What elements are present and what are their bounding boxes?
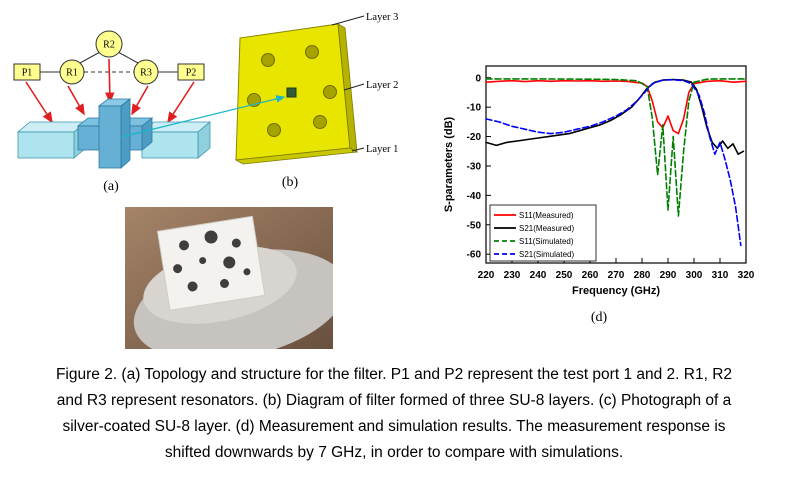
x-axis-label: Frequency (GHz) (572, 285, 660, 297)
caption-line-1: Figure 2. (a) Topology and structure for… (55, 366, 733, 383)
arrow-r3-to-structure (131, 85, 149, 116)
legend-label-2: S11(Simulated) (519, 237, 574, 246)
resonator-r3-label: R3 (140, 68, 152, 79)
port-p1-box (13, 63, 41, 81)
resonator-r1-circle (59, 59, 85, 85)
layer2-label: Layer 2 (366, 80, 398, 91)
y-tick-label: -10 (467, 103, 482, 114)
y-tick-label: 0 (475, 73, 481, 84)
plate-hole (187, 281, 198, 292)
waveguide-structure (16, 98, 212, 169)
silver-plate-face (156, 215, 266, 311)
y-tick-label: -60 (467, 250, 482, 261)
y-tick-label: -50 (467, 220, 482, 231)
x-tick-label: 230 (504, 270, 521, 281)
resonator-r2-label: R2 (103, 40, 115, 51)
coupling-line-r1-r2 (79, 51, 101, 64)
panel-a-topology: P1 P2 R2 R1 R3 (6, 10, 221, 195)
left-block-front (17, 131, 75, 159)
series-line-3 (485, 78, 742, 247)
x-tick-label: 260 (582, 270, 599, 281)
port-p2-box (177, 63, 205, 81)
x-tick-label: 250 (556, 270, 573, 281)
photo-silver-coated-su8-layer (125, 207, 347, 361)
arrow-p1-to-structure (25, 81, 53, 124)
plate-hole (247, 93, 261, 107)
plate-hole (219, 278, 229, 288)
plate-hole (173, 264, 183, 274)
panel-c-photo (125, 207, 347, 361)
leader-line-layer1 (351, 147, 365, 152)
panel-b-label: (b) (282, 175, 299, 190)
series-line-1 (485, 78, 745, 155)
su8-plate-bottom-edge (234, 147, 359, 165)
resonator-r3-circle (133, 59, 159, 85)
coupling-line-r2-r3 (117, 51, 139, 64)
layer-diagram: Layer 3 Layer 2 Layer 1 (b) (234, 12, 398, 190)
resonator-r2-circle (95, 30, 123, 58)
y-tick-label: -20 (467, 132, 482, 143)
panel-b-layer-diagram: Layer 3 Layer 2 Layer 1 (b) (228, 8, 443, 193)
layer1-label: Layer 1 (366, 144, 398, 155)
plate-hole (231, 238, 241, 248)
panel-d-label: (d) (590, 310, 608, 325)
panel-a-label: (a) (103, 179, 119, 194)
legend-label-0: S11(Measured) (519, 211, 574, 220)
plate-hole (305, 45, 319, 59)
series-line-2 (485, 78, 747, 217)
plate-hole (313, 115, 327, 129)
x-tick-label: 220 (478, 270, 495, 281)
silver-plate-holes (173, 230, 251, 292)
plate-hole (267, 123, 281, 137)
port-p1-label: P1 (22, 68, 33, 79)
topology-diagram: P1 P2 R2 R1 R3 (13, 30, 212, 194)
plate-hole (179, 240, 190, 251)
panel-d-chart: 220 230 240 250 260 270 280 290 300 310 320 0 -10 -20… (440, 58, 758, 326)
x-tick-label: 300 (686, 270, 703, 281)
caption-line-3: silver-coated SU-8 layer. (d) Measuremen… (62, 418, 726, 435)
y-axis-label: S-parameters (dB) (443, 116, 455, 212)
figure-caption: Figure 2. (a) Topology and structure for… (0, 362, 788, 466)
plate-hole (199, 257, 207, 265)
legend-label-3: S21(Simulated) (519, 250, 574, 259)
arrow-p2-to-structure (167, 81, 195, 124)
port-p2-label: P2 (186, 68, 197, 79)
caption-line-4: shifted downwards by 7 GHz, in order to … (164, 444, 624, 461)
x-tick-label: 270 (608, 270, 625, 281)
x-tick-label: 280 (634, 270, 651, 281)
arrow-r2-to-structure (104, 58, 115, 104)
resonator-r1-label: R1 (66, 68, 78, 79)
plate-hole (223, 256, 236, 269)
plate-center-aperture (286, 87, 297, 98)
caption-line-2: and R3 represent resonators. (b) Diagram… (56, 392, 732, 409)
x-tick-label: 320 (738, 270, 755, 281)
leader-line-layer2 (343, 83, 365, 91)
silver-plate (156, 215, 266, 311)
x-tick-label: 240 (530, 270, 547, 281)
layer3-label: Layer 3 (366, 12, 398, 23)
legend-label-1: S21(Measured) (519, 224, 574, 233)
arrow-r1-to-structure (67, 85, 85, 116)
leader-line-layer3 (331, 15, 365, 26)
s-parameter-chart: 220 230 240 250 260 270 280 290 300 310 320 0 -10 -20… (443, 65, 755, 297)
cross-vbar-side (120, 98, 131, 169)
plate-hole (261, 53, 275, 67)
y-tick-label: -40 (467, 191, 482, 202)
cross-vbar-front (98, 105, 122, 169)
plate-hole (323, 85, 337, 99)
x-tick-label: 310 (712, 270, 729, 281)
plate-hole (243, 268, 251, 276)
x-tick-label: 290 (660, 270, 677, 281)
y-tick-label: -30 (467, 161, 482, 172)
plate-hole (204, 230, 218, 244)
